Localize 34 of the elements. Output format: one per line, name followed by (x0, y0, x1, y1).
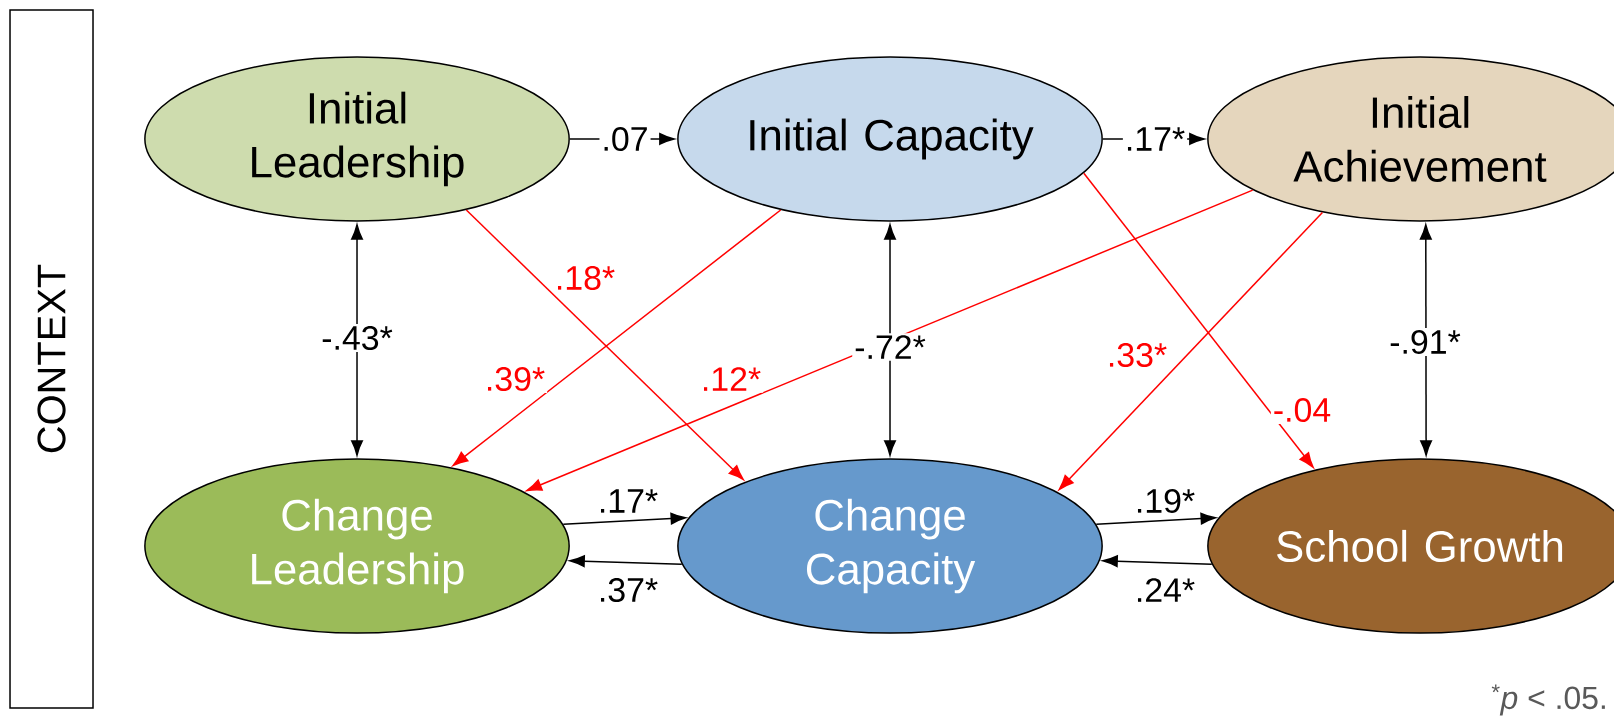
footnote: $^{*}$p < .05. (1491, 684, 1605, 716)
edge-label: .19* (1132, 487, 1198, 515)
edge-label: .17* (595, 487, 661, 515)
edge-label: .37* (595, 576, 661, 604)
arrow (351, 224, 363, 456)
edge-label: -.91* (1387, 328, 1463, 356)
edge-label: -.04 (1270, 396, 1334, 424)
arrow (1083, 172, 1314, 468)
edge-label: .17* (1122, 125, 1188, 153)
ellipse-node: School Growth (1207, 458, 1614, 634)
edge-label: -.72* (852, 333, 928, 361)
ellipse-node: Initial Achievement (1207, 56, 1614, 222)
arrow (526, 189, 1254, 492)
edge-label: .07 (599, 125, 651, 153)
arrow (569, 555, 683, 568)
edge-label: .12* (698, 365, 764, 393)
edge-label: .33* (1104, 341, 1170, 369)
arrow (1419, 224, 1433, 456)
edge-label: -.43* (319, 324, 395, 352)
arrow (1095, 512, 1217, 526)
arrow (465, 209, 744, 481)
ellipse-node: Initial Leadership (144, 56, 570, 222)
ellipse-node: Initial Capacity (677, 56, 1103, 222)
arrow (1102, 555, 1213, 568)
arrow (452, 209, 782, 466)
context-box: CONTEXT (9, 9, 94, 709)
edge-label: .24* (1132, 576, 1198, 604)
arrow (562, 512, 687, 526)
arrow (884, 224, 896, 456)
arrow (1058, 211, 1324, 491)
edge-label: .39* (482, 365, 548, 393)
ellipse-node: Change Leadership (144, 458, 570, 634)
ellipse-node: Change Capacity (677, 458, 1103, 634)
edge-label: .18* (552, 264, 618, 292)
